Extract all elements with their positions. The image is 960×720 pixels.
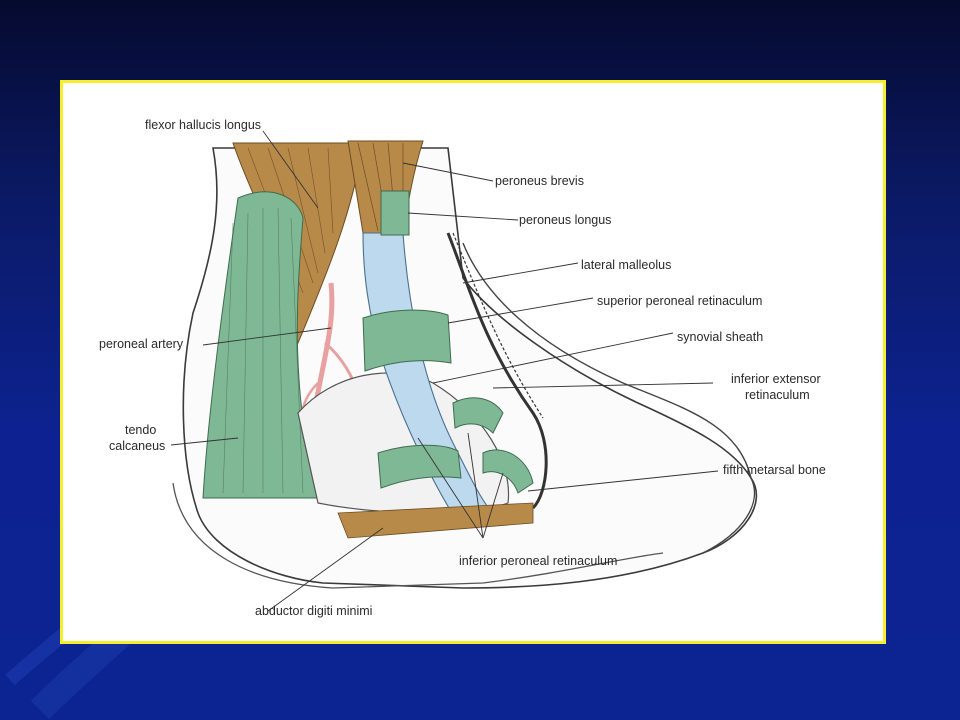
label-peroneus-longus: peroneus longus [519, 213, 611, 227]
label-inferior-peroneal-retinaculum: inferior peroneal retinaculum [459, 554, 617, 568]
peroneus-longus-tendon-top [380, 190, 410, 236]
lateral-malleolus-shape [446, 232, 548, 510]
label-peroneus-brevis: peroneus brevis [495, 174, 584, 188]
label-flexor-hallucis-longus: flexor hallucis longus [145, 118, 261, 132]
label-inferior-extensor-retinaculum-2: retinaculum [745, 388, 810, 402]
label-tendo: tendo [125, 423, 156, 437]
diagram-frame: flexor hallucis longus peroneus brevis p… [60, 80, 886, 644]
label-calcaneus: calcaneus [109, 439, 165, 453]
label-peroneal-artery: peroneal artery [99, 337, 184, 351]
superior-retinaculum-band [362, 309, 452, 372]
label-superior-peroneal-retinaculum: superior peroneal retinaculum [597, 294, 762, 308]
label-fifth-metatarsal-bone: fifth metarsal bone [723, 463, 826, 477]
label-inferior-extensor-retinaculum: inferior extensor [731, 372, 821, 386]
foot-dorsum [462, 242, 756, 554]
sole-outline [172, 482, 664, 589]
peroneal-artery-vessel [312, 282, 335, 409]
label-abductor-digiti-minimi: abductor digiti minimi [255, 604, 372, 618]
label-synovial-sheath: synovial sheath [677, 330, 763, 344]
inferior-retinaculum-band [377, 444, 462, 489]
abductor-digiti-minimi-muscle [337, 502, 534, 539]
ankle-anatomy-diagram: flexor hallucis longus peroneus brevis p… [99, 118, 826, 618]
label-lateral-malleolus: lateral malleolus [581, 258, 671, 272]
